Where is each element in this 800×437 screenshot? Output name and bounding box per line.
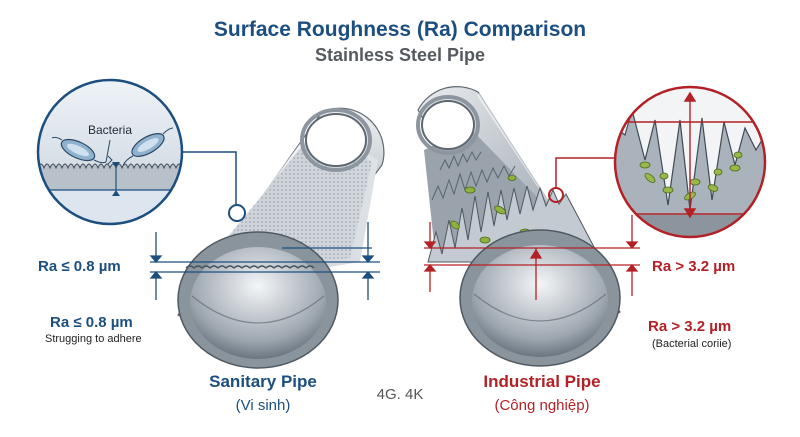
sanitary-pipe-name: Sanitary Pipe bbox=[209, 372, 317, 391]
sanitary-ra-dimension bbox=[149, 222, 380, 300]
bacteria-icon bbox=[122, 127, 174, 167]
diagram-title: Surface Roughness (Ra) Comparison bbox=[213, 18, 587, 41]
industrial-pipe-name: Industrial Pipe bbox=[483, 372, 601, 391]
sanitary-ra-note: Strugging to adhere bbox=[45, 333, 142, 345]
diagram-subtitle: Stainless Steel Pipe bbox=[314, 45, 486, 65]
sanitary-ra-value: Ra ≤ 0.8 µm bbox=[50, 314, 133, 331]
sanitary-magnifier bbox=[36, 78, 184, 226]
industrial-magnifier bbox=[613, 85, 767, 239]
industrial-ra-dimension bbox=[423, 215, 640, 300]
industrial-ra-value: Ra > 3.2 µm bbox=[648, 318, 732, 335]
bacteria-label: Bacteria bbox=[88, 123, 133, 137]
industrial-ra-callout: Ra > 3.2 µm bbox=[652, 258, 736, 275]
sanitary-leader bbox=[160, 151, 237, 205]
industrial-ra-note: (Bacterial coriie) bbox=[652, 338, 732, 350]
industrial-leader bbox=[555, 157, 616, 188]
industrial-pipe-local-name: (Công nghiệp) bbox=[494, 397, 590, 414]
industrial-pipe bbox=[416, 86, 621, 367]
center-label: 4G. 4K bbox=[376, 386, 424, 403]
bacteria-icon bbox=[51, 136, 107, 164]
sanitary-pipe-local-name: (Vi sinh) bbox=[235, 397, 291, 414]
sanitary-ra-callout: Ra ≤ 0.8 µm bbox=[38, 258, 121, 275]
sanitary-pipe bbox=[177, 107, 385, 369]
